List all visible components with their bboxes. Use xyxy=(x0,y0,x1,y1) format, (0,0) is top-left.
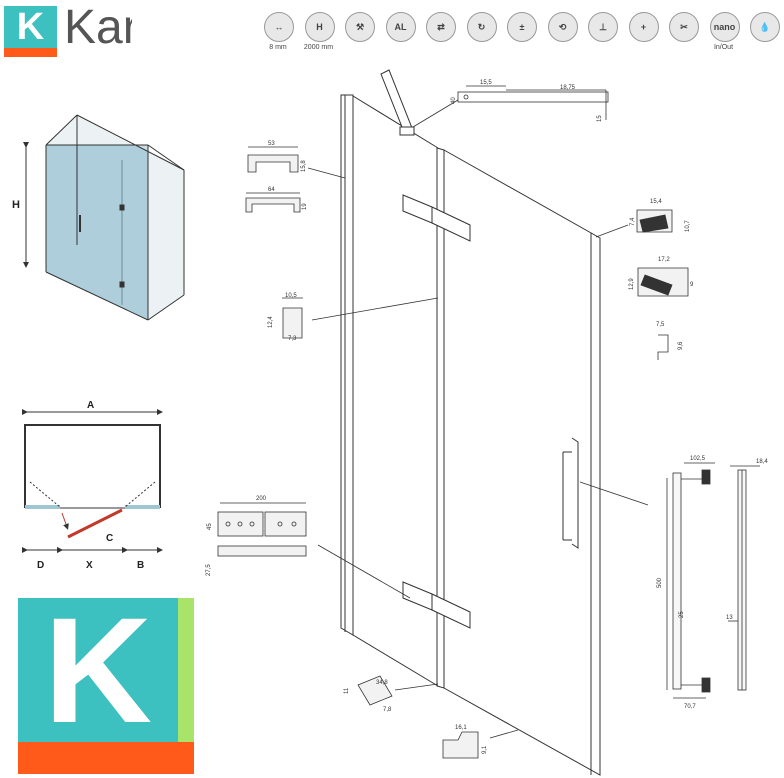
dim-bottom-height: 9,1 xyxy=(482,745,488,754)
dim-seal-2-height: 12,9 xyxy=(629,278,635,290)
height-icon: H xyxy=(304,12,335,42)
dim-profile-3-height: 12,4 xyxy=(268,316,274,328)
plan-label-x: X xyxy=(86,560,93,571)
dim-hinge-height: 45 xyxy=(207,523,213,530)
profile-1-detail xyxy=(247,146,299,173)
seal-2-detail xyxy=(637,267,689,297)
dim-seal-1-a: 7,4 xyxy=(630,217,636,226)
dim-foot-height: 11 xyxy=(344,687,350,694)
dim-handle-base: 70,7 xyxy=(684,704,696,710)
plan-label-b: B xyxy=(137,560,144,571)
height-label: H xyxy=(12,199,20,211)
logo-orange-bar xyxy=(18,742,194,774)
dim-hinge-width: 200 xyxy=(256,496,267,502)
dim-bottom-width: 16,1 xyxy=(455,725,467,731)
dim-handle-side-mid: 13 xyxy=(726,615,733,621)
profile-3-detail xyxy=(282,297,303,339)
icon-caption: 2000 mm xyxy=(303,44,334,51)
aluminium-icon: AL xyxy=(385,12,416,42)
handle-detail xyxy=(666,462,760,699)
plan-label-c: C xyxy=(106,533,113,544)
dim-seal-1-height: 10,7 xyxy=(685,220,691,232)
dim-handle-mid: 25 xyxy=(679,611,685,618)
logo-letter-large: K xyxy=(18,595,178,745)
dim-seal-1-width: 15,4 xyxy=(650,199,662,205)
water-drop-icon: 💧 xyxy=(750,12,780,42)
dim-arm-length: 18,75 xyxy=(560,85,576,91)
icon-caption: In/Out xyxy=(713,44,734,51)
dim-profile-2-height: 19 xyxy=(302,203,308,210)
dim-profile-1-width: 53 xyxy=(268,141,275,147)
profile-2-detail xyxy=(245,192,301,213)
seal-1-detail xyxy=(636,209,673,233)
rotation-icon: ⟲ xyxy=(547,12,578,42)
dim-profile-1-height: 15,8 xyxy=(301,160,307,172)
seal-3-detail xyxy=(657,334,669,360)
dim-arm-top: 15,5 xyxy=(480,80,492,86)
dim-handle-width: 102,5 xyxy=(690,456,706,462)
door-swing-icon: ↻ xyxy=(466,12,497,42)
dim-profile-3-base: 7,3 xyxy=(288,336,297,342)
logo-bar xyxy=(4,48,57,57)
dim-profile-3-width: 10,5 xyxy=(285,293,297,299)
logo-green-bar xyxy=(178,598,194,742)
dim-handle-side-width: 18,4 xyxy=(756,459,768,465)
adjustment-icon: ± xyxy=(507,12,537,42)
dim-seal-2-width: 17,2 xyxy=(658,257,670,263)
dim-arm-height: 40 xyxy=(451,97,457,104)
dim-handle-length: 500 xyxy=(657,577,663,588)
dim-profile-2-width: 64 xyxy=(268,187,275,193)
dim-hinge-depth: 27,5 xyxy=(206,564,212,576)
dim-foot-a: 34,8 xyxy=(376,680,388,686)
nano-technology-icon: nano xyxy=(709,12,740,42)
dim-seal-3-width: 7,5 xyxy=(656,322,665,328)
plan-view xyxy=(22,409,163,553)
bottom-seal-detail xyxy=(442,731,479,759)
dim-foot-b: 7,8 xyxy=(383,707,392,713)
tray-icon: ⊥ xyxy=(588,12,618,42)
icon-caption: 8 mm xyxy=(269,44,287,51)
plan-label-d: D xyxy=(37,560,44,571)
reversible-icon: ⇄ xyxy=(426,12,456,42)
perspective-view xyxy=(23,114,185,321)
plan-label-a: A xyxy=(87,400,94,411)
leader-lines xyxy=(307,99,649,739)
brand-logo-large: K xyxy=(18,595,194,774)
cutting-icon: ✂ xyxy=(669,12,699,42)
logo-text: Kar xyxy=(64,1,132,54)
logo-letter: K xyxy=(4,6,57,48)
dim-arm-small: 15 xyxy=(597,115,603,122)
dim-seal-3-height: 9,6 xyxy=(678,341,684,350)
hammer-icon: ⚒ xyxy=(345,12,375,42)
brand-logo: K Kar xyxy=(2,1,132,58)
dim-seal-2-base: 9 xyxy=(690,282,694,288)
arm-detail xyxy=(457,85,609,120)
glass-thickness-icon: ↔ xyxy=(264,12,294,42)
door-elevation xyxy=(340,69,601,776)
foot-detail xyxy=(357,675,393,706)
wall-fix-icon: + xyxy=(628,12,659,42)
hinge-detail xyxy=(217,502,307,557)
